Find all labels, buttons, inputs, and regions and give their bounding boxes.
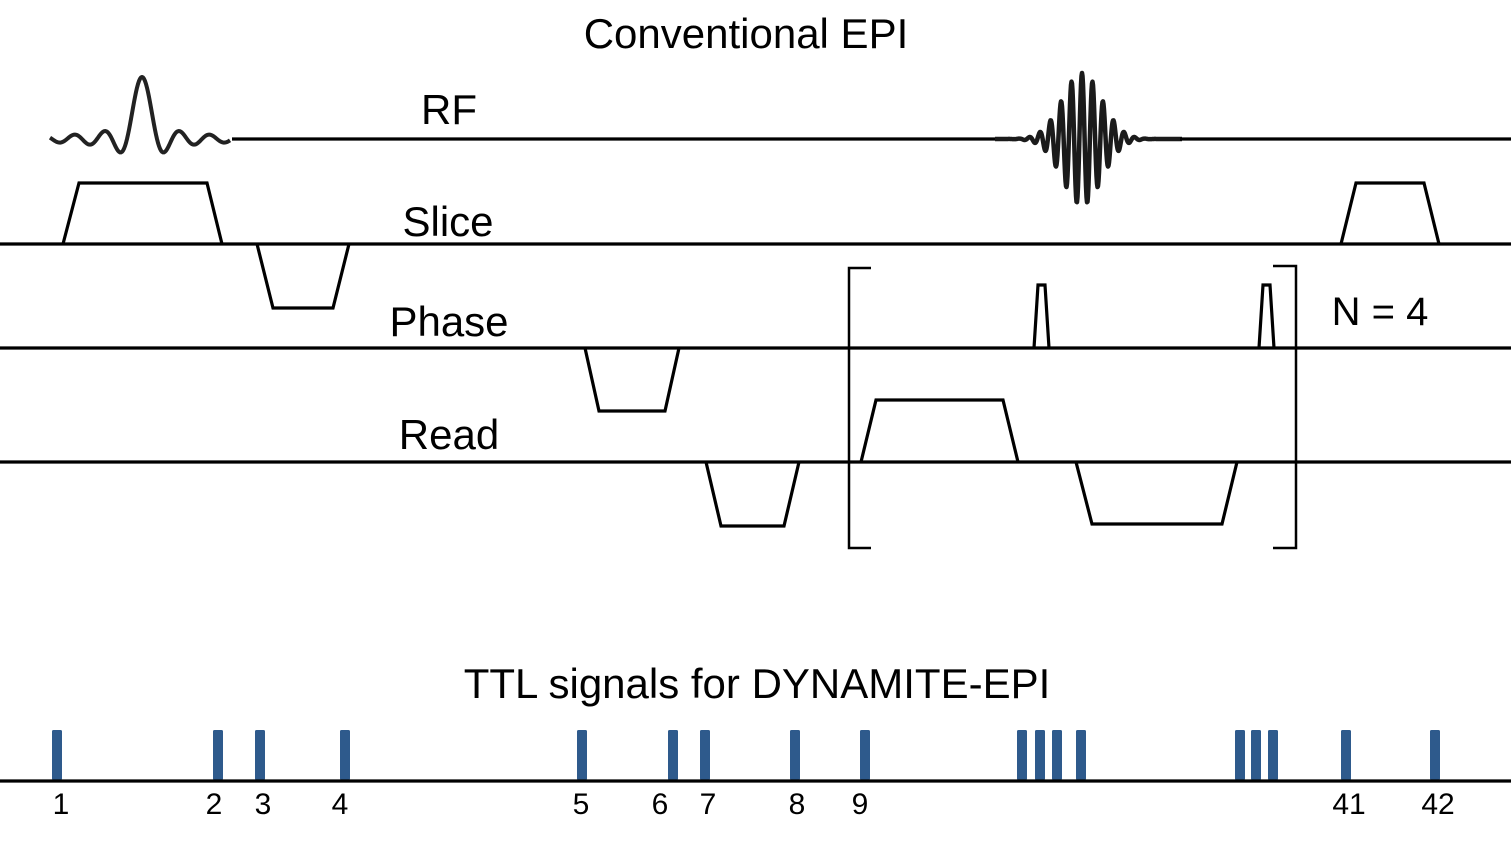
slice-select-gradient-next bbox=[1339, 181, 1441, 245]
repeat-count-label: N = 4 bbox=[1332, 290, 1429, 334]
ttl-pulse-16 bbox=[1268, 730, 1278, 780]
ttl-pulse-7 bbox=[700, 730, 710, 780]
read-positive-lobe bbox=[859, 398, 1020, 463]
repeat-bracket-left bbox=[847, 266, 871, 550]
ttl-label-3: 3 bbox=[255, 788, 272, 821]
ttl-label-6: 6 bbox=[652, 788, 669, 821]
repeat-bracket-right bbox=[1273, 264, 1298, 550]
ttl-pulses bbox=[52, 730, 1440, 780]
ttl-pulse-2 bbox=[213, 730, 223, 780]
phase-label: Phase bbox=[389, 298, 508, 345]
ttl-label-7: 7 bbox=[700, 788, 717, 821]
ttl-pulse-8 bbox=[790, 730, 800, 780]
read-negative-lobe bbox=[1074, 461, 1239, 526]
ttl-pulse-15 bbox=[1251, 730, 1261, 780]
ttl-label-8: 8 bbox=[789, 788, 806, 821]
phase-blip-2 bbox=[1257, 283, 1276, 349]
diagram-title: Conventional EPI bbox=[584, 10, 909, 57]
ttl-pulse-12 bbox=[1052, 730, 1062, 780]
ttl-pulse-1 bbox=[52, 730, 62, 780]
ttl-pulse-18 bbox=[1430, 730, 1440, 780]
ttl-label-5: 5 bbox=[573, 788, 590, 821]
ttl-pulse-9 bbox=[860, 730, 870, 780]
slice-select-gradient bbox=[61, 181, 224, 245]
rf-label: RF bbox=[421, 86, 477, 133]
read-label: Read bbox=[399, 411, 499, 458]
ttl-pulse-3 bbox=[255, 730, 265, 780]
read-prephase-gradient bbox=[704, 461, 801, 528]
ttl-label-2: 2 bbox=[206, 788, 223, 821]
ttl-pulse-14 bbox=[1235, 730, 1245, 780]
rf-excitation-pulse bbox=[48, 75, 232, 155]
ttl-label-41: 41 bbox=[1332, 788, 1365, 821]
ttl-pulse-13 bbox=[1076, 730, 1086, 780]
ttl-label-9: 9 bbox=[852, 788, 869, 821]
ttl-pulse-17 bbox=[1341, 730, 1351, 780]
ttl-label-4: 4 bbox=[332, 788, 349, 821]
ttl-label-42: 42 bbox=[1421, 788, 1454, 821]
ttl-title: TTL signals for DYNAMITE-EPI bbox=[464, 660, 1051, 707]
slice-rephase-gradient bbox=[255, 243, 351, 310]
ttl-pulse-6 bbox=[668, 730, 678, 780]
ttl-pulse-4 bbox=[340, 730, 350, 780]
ttl-label-1: 1 bbox=[53, 788, 70, 821]
ttl-pulse-10 bbox=[1017, 730, 1027, 780]
phase-blip-1 bbox=[1032, 283, 1051, 349]
ttl-pulse-5 bbox=[577, 730, 587, 780]
rf-echo-signal bbox=[993, 70, 1184, 205]
phase-prephase-gradient bbox=[583, 347, 681, 413]
slice-label: Slice bbox=[402, 198, 493, 245]
ttl-pulse-11 bbox=[1035, 730, 1045, 780]
